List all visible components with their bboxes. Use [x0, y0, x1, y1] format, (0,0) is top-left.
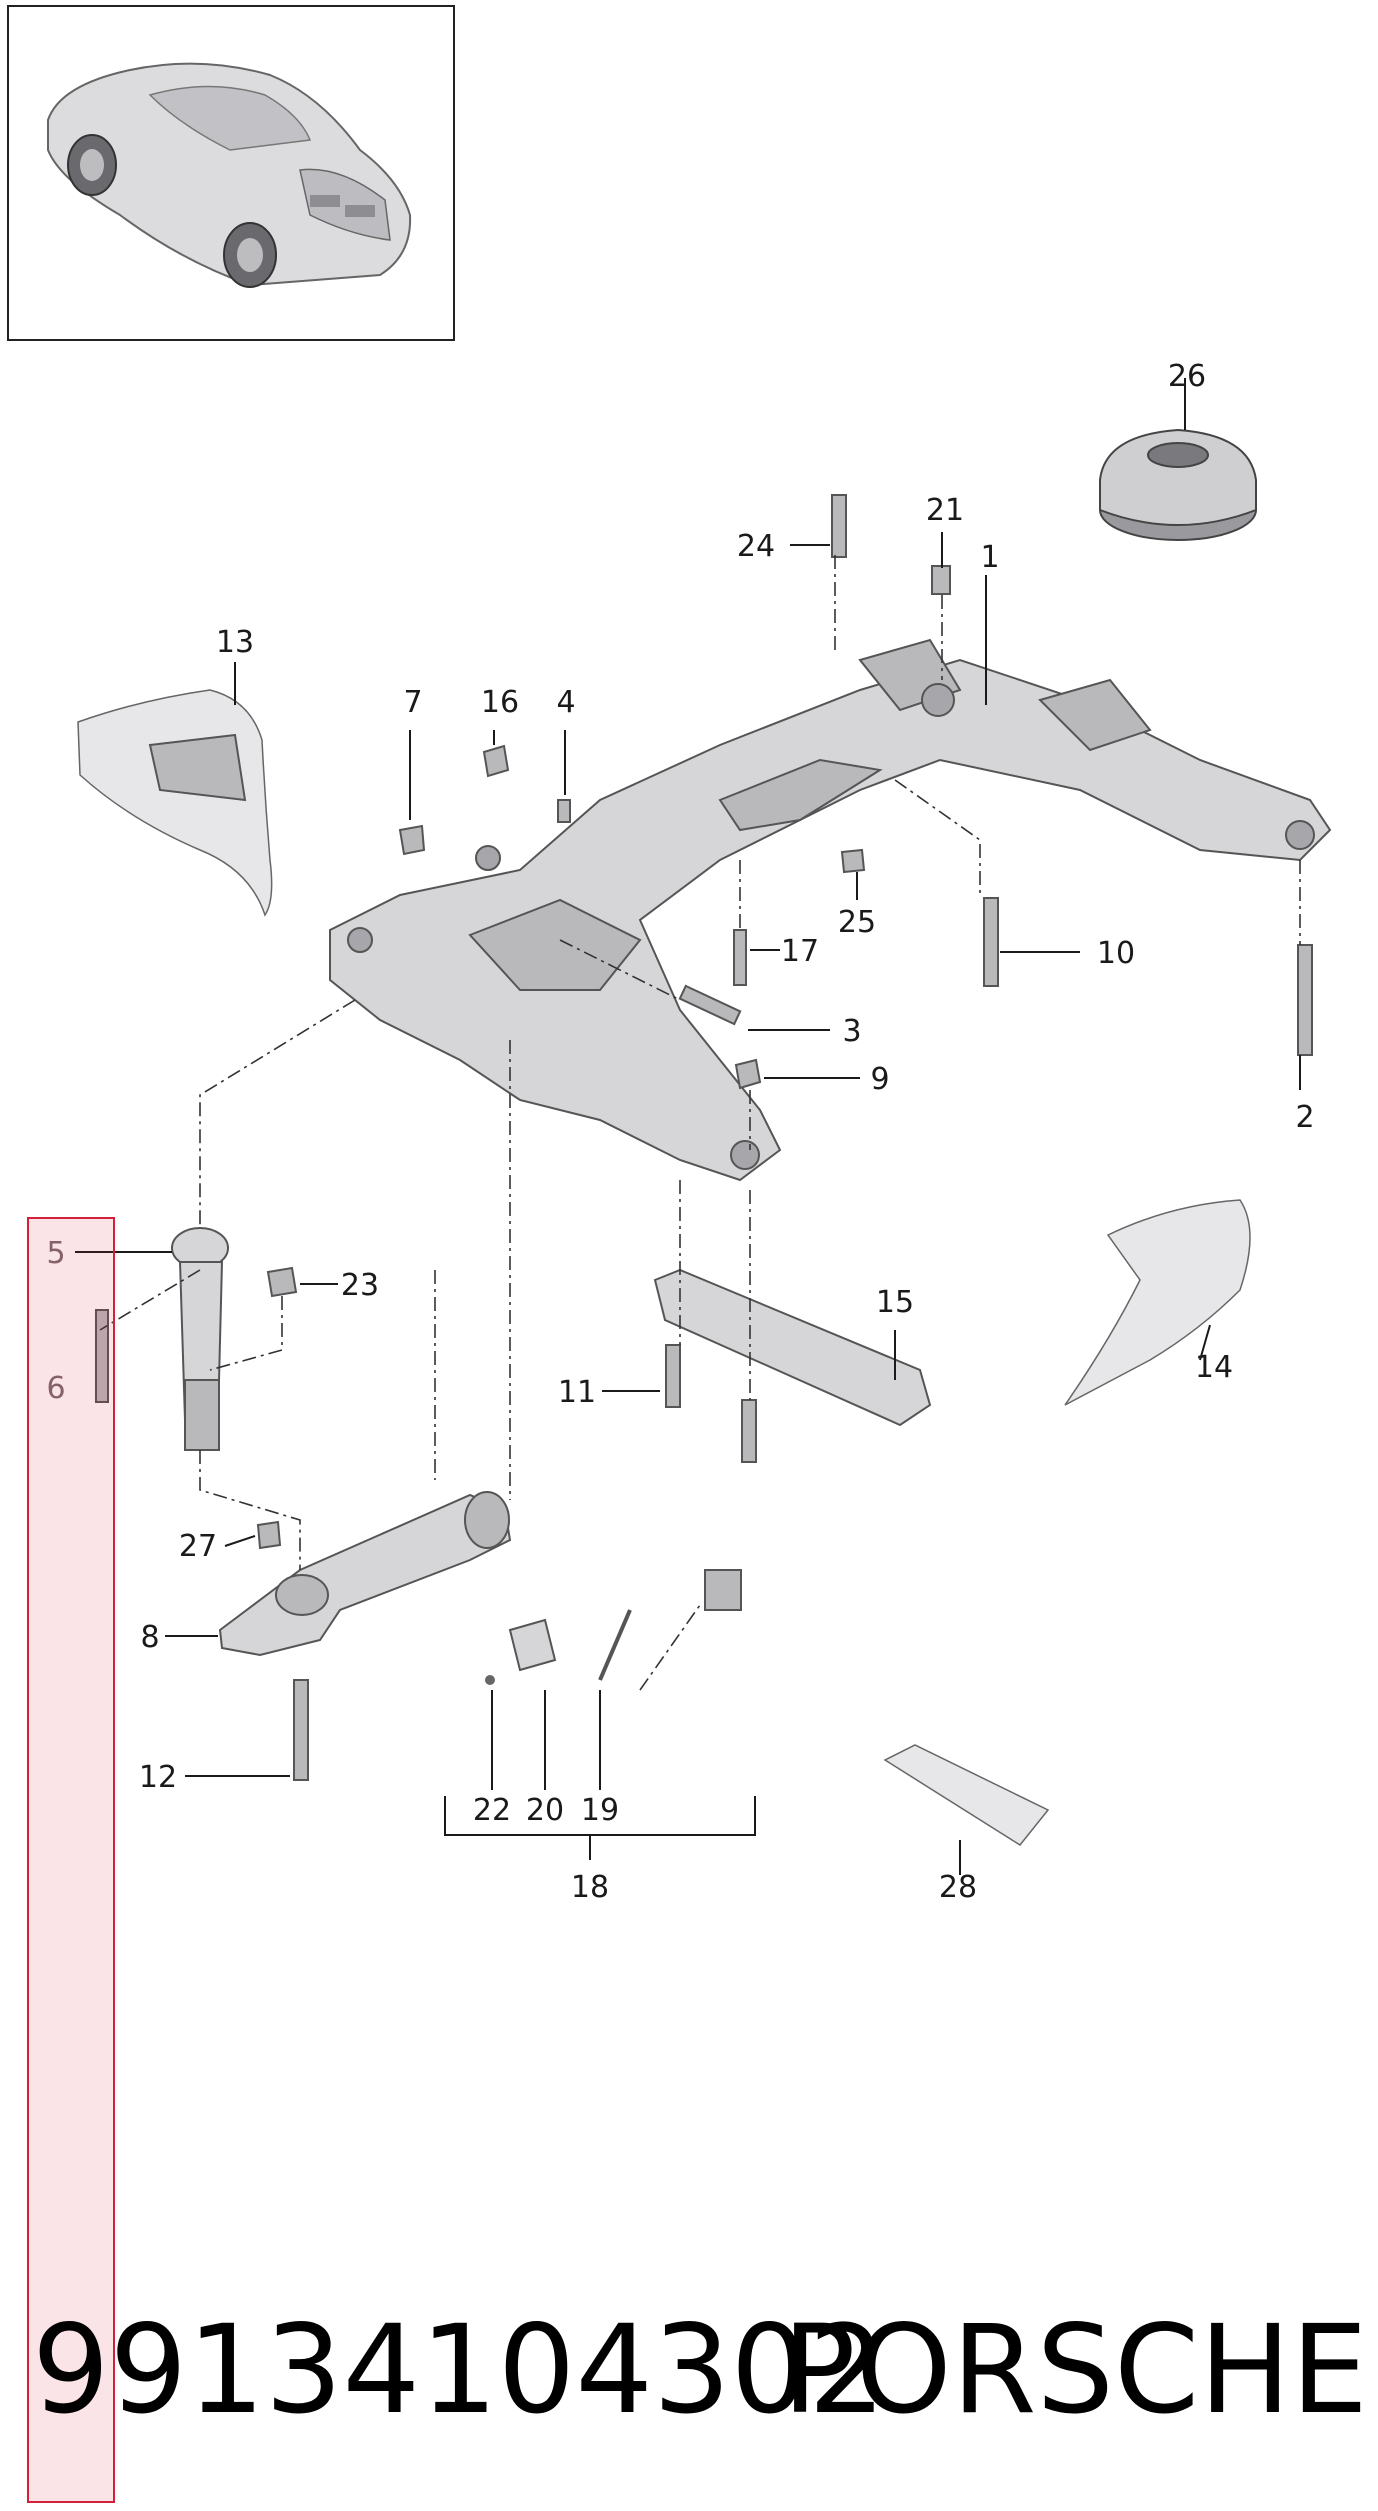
mount-part-5	[171, 1227, 229, 1451]
callout-24: 24	[737, 529, 775, 564]
bolt-part-3	[678, 984, 742, 1026]
callout-3: 3	[842, 1014, 861, 1049]
callout-1: 1	[980, 540, 999, 575]
callout-15: 15	[876, 1285, 914, 1320]
callout-25: 25	[838, 905, 876, 940]
callout-22: 22	[473, 1793, 511, 1828]
callout-6: 6	[46, 1371, 65, 1406]
nut-part-25	[840, 848, 866, 874]
leader-lines	[75, 378, 1301, 1875]
callout-19: 19	[581, 1793, 619, 1828]
callout-11: 11	[558, 1375, 596, 1410]
nut-part-16	[482, 744, 510, 778]
bolt-part-11	[665, 1344, 681, 1408]
mount-part-26	[1099, 428, 1257, 541]
callout-27: 27	[179, 1529, 217, 1564]
sensor-assembly-part-18	[485, 1569, 742, 1685]
subframe-part-1	[329, 638, 1332, 1182]
stud-part-2	[1297, 944, 1313, 1056]
callout-28: 28	[939, 1870, 977, 1905]
bolt-part-24	[831, 494, 847, 558]
callout-13: 13	[216, 625, 254, 660]
assembly-lines	[99, 555, 1301, 1691]
callout-4: 4	[556, 685, 575, 720]
bolt-part-4	[557, 799, 571, 823]
callout-9: 9	[870, 1062, 889, 1097]
tube-part-28	[883, 1744, 1050, 1846]
callout-17: 17	[781, 934, 819, 969]
callout-23: 23	[341, 1268, 379, 1303]
callout-20: 20	[526, 1793, 564, 1828]
callout-16: 16	[481, 685, 519, 720]
highlight-box	[27, 1217, 115, 2503]
car-thumbnail	[7, 5, 455, 341]
shield-part-13-inner	[148, 733, 247, 802]
callout-5: 5	[46, 1236, 65, 1271]
shield-part-14	[1064, 1199, 1251, 1406]
control-arm-part-8	[218, 1491, 512, 1657]
callout-7: 7	[403, 685, 422, 720]
nut-part-27	[256, 1520, 282, 1550]
bolt-part-6	[95, 1309, 109, 1403]
callout-10: 10	[1097, 936, 1135, 971]
callout-14: 14	[1195, 1350, 1233, 1385]
nut-part-9	[734, 1058, 762, 1090]
nut-part-7	[398, 824, 426, 856]
bolt-part-17	[733, 929, 747, 986]
callout-21: 21	[926, 493, 964, 528]
callout-18: 18	[571, 1870, 609, 1905]
callout-8: 8	[140, 1620, 159, 1655]
bolt-part-12	[293, 1679, 309, 1781]
bolt-part-10	[983, 897, 999, 987]
callout-labels: 1 2 3 4 5 6 7 8 9 10 11 12 13 14 15 16 1…	[46, 359, 1314, 1905]
bolt-part-21	[931, 565, 951, 595]
callout-2: 2	[1295, 1100, 1314, 1135]
footer-part-number: 99134104302	[32, 2299, 886, 2441]
footer-brand: PORSCHE	[782, 2299, 1368, 2441]
bolt-part-11b	[741, 1399, 757, 1463]
shield-part-13	[77, 689, 273, 917]
callout-12: 12	[139, 1760, 177, 1795]
nut-part-23	[266, 1266, 298, 1298]
callout-26: 26	[1168, 359, 1206, 394]
